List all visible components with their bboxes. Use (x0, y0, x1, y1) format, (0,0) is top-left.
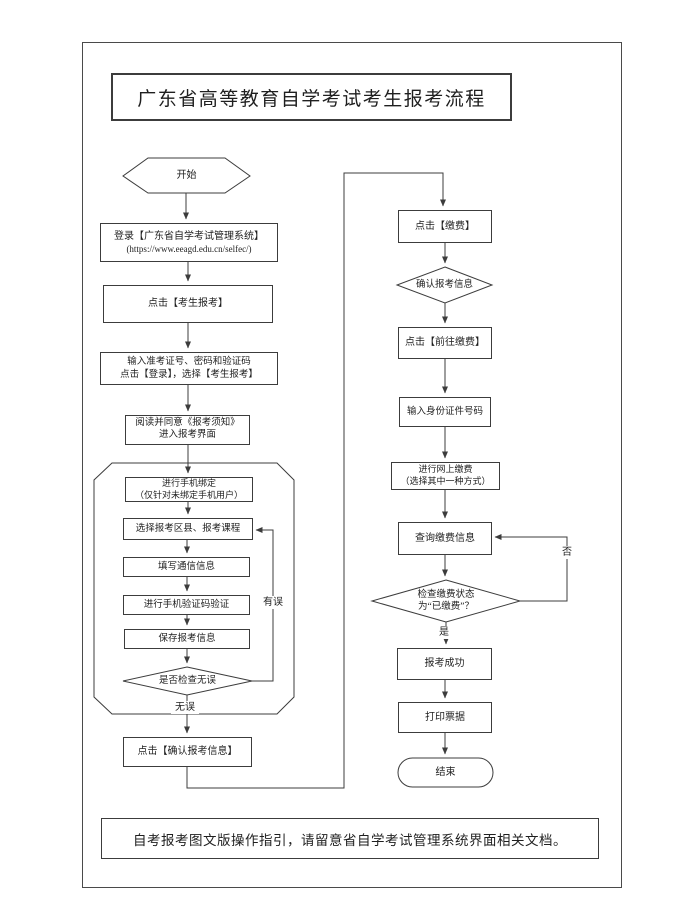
step-enter-id: 输入身份证件号码 (399, 397, 491, 427)
check-correct-diamond (122, 666, 253, 696)
step-online-pay-line1: 进行网上缴费 (418, 464, 473, 475)
step-click-register: 点击【考生报考】 (103, 285, 273, 323)
step-goto-pay: 点击【前往缴费】 (398, 327, 492, 359)
step-login-line1: 登录【广东省自学考试管理系统】 (114, 230, 264, 242)
step-select-courses-line1: 选择报考区县、报考课程 (135, 523, 241, 534)
subprocess-container-shape (93, 462, 295, 715)
step-fill-contact-line1: 填写通信信息 (157, 561, 215, 572)
start-shape (122, 157, 251, 194)
step-print-receipt: 打印票据 (398, 702, 492, 733)
step-goto-pay-line1: 点击【前往缴费】 (405, 337, 485, 349)
step-click-pay-line1: 点击【缴费】 (415, 220, 475, 232)
step-confirm-info: 点击【确认报考信息】 (123, 737, 252, 767)
step-login-line2: (https://www.eeagd.edu.cn/selfec/) (126, 244, 252, 255)
step-bind-phone-line1: 进行手机绑定 (161, 478, 216, 489)
step-verify-sms: 进行手机验证码验证 (123, 595, 250, 615)
step-bind-phone: 进行手机绑定 （仅针对未绑定手机用户） (125, 477, 253, 502)
page-title: 广东省高等教育自学考试考生报考流程 (111, 73, 512, 121)
footer-note-box: 自考报考图文版操作指引，请留意省自学考试管理系统界面相关文档。 (101, 818, 599, 859)
step-click-register-line1: 点击【考生报考】 (148, 298, 228, 310)
step-enter-credentials-line1: 输入准考证号、密码和验证码 (127, 356, 251, 367)
check-paid-diamond (370, 579, 522, 623)
footer-note-text: 自考报考图文版操作指引，请留意省自学考试管理系统界面相关文档。 (133, 832, 567, 848)
step-select-courses: 选择报考区县、报考课程 (123, 518, 253, 540)
step-read-notice-line1: 阅读并同意《报考须知》 (135, 418, 240, 429)
step-save-info-line1: 保存报考信息 (158, 633, 216, 644)
page-border (82, 42, 622, 888)
step-success: 报考成功 (397, 648, 492, 680)
step-login: 登录【广东省自学考试管理系统】 (https://www.eeagd.edu.c… (100, 223, 278, 262)
step-confirm-info-line1: 点击【确认报考信息】 (137, 746, 238, 758)
branch-label-no: 否 (559, 546, 575, 559)
step-click-pay: 点击【缴费】 (398, 210, 492, 243)
step-enter-credentials: 输入准考证号、密码和验证码 点击【登录】，选择【考生报考】 (100, 352, 278, 385)
step-online-pay-line2: （选择其中一种方式） (400, 476, 491, 486)
step-enter-credentials-line2: 点击【登录】，选择【考生报考】 (120, 369, 258, 380)
branch-label-error: 有误 (259, 596, 287, 609)
branch-label-yes: 是 (436, 626, 452, 639)
step-fill-contact: 填写通信信息 (123, 557, 250, 577)
step-query-payment-line1: 查询缴费信息 (415, 532, 475, 544)
confirm-reg-diamond (395, 266, 494, 304)
step-verify-sms-line1: 进行手机验证码验证 (143, 599, 230, 610)
step-save-info: 保存报考信息 (124, 629, 250, 649)
branch-label-correct: 无误 (171, 701, 199, 714)
step-query-payment: 查询缴费信息 (398, 522, 492, 555)
step-success-line1: 报考成功 (424, 658, 465, 670)
step-print-receipt-line1: 打印票据 (425, 711, 465, 723)
page-title-text: 广东省高等教育自学考试考生报考流程 (137, 88, 486, 110)
step-enter-id-line1: 输入身份证件号码 (406, 406, 483, 417)
step-read-notice-line2: 进入报考界面 (158, 430, 216, 440)
step-read-notice: 阅读并同意《报考须知》 进入报考界面 (125, 415, 250, 445)
step-bind-phone-line2: （仅针对未绑定手机用户） (134, 489, 243, 500)
step-online-pay: 进行网上缴费 （选择其中一种方式） (391, 462, 500, 490)
end-shape (397, 757, 494, 788)
